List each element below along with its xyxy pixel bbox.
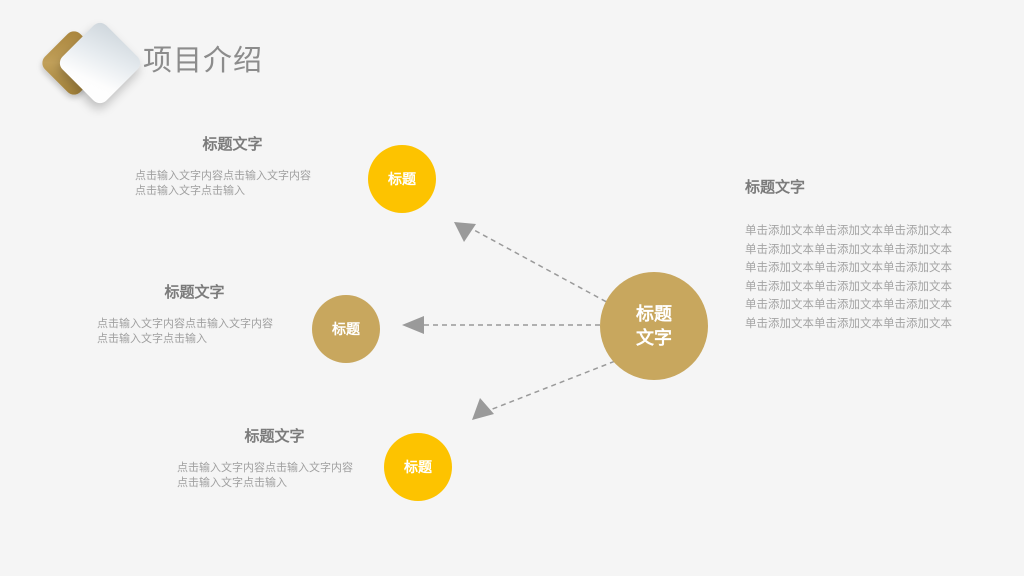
page-title: 项目介绍 xyxy=(143,45,264,77)
arrow-to-top xyxy=(452,220,620,312)
branch-middle-body-line2: 点击输入文字点击输入 xyxy=(97,333,207,345)
branch-middle-circle[interactable]: 标题 xyxy=(312,295,380,363)
right-panel: 标题文字 单击添加文本单击添加文本单击添加文本 单击添加文本单击添加文本单击添加… xyxy=(745,178,952,334)
branch-middle-circle-label: 标题 xyxy=(332,321,360,337)
right-panel-body: 单击添加文本单击添加文本单击添加文本 单击添加文本单击添加文本单击添加文本 单击… xyxy=(745,222,952,334)
branch-top-body: 点击输入文字内容点击输入文字内容 点击输入文字点击输入 xyxy=(135,169,330,199)
arrow-to-middle xyxy=(400,316,602,336)
branch-top-body-line1: 点击输入文字内容点击输入文字内容 xyxy=(135,170,311,182)
center-node-circle[interactable]: 标题 文字 xyxy=(600,272,708,380)
center-node-label-line2: 文字 xyxy=(636,328,672,348)
branch-top-heading: 标题文字 xyxy=(202,136,263,153)
right-panel-line: 单击添加文本单击添加文本单击添加文本 xyxy=(745,317,952,330)
right-panel-heading: 标题文字 xyxy=(745,179,806,196)
center-node-label-line1: 标题 xyxy=(636,304,672,324)
branch-top: 标题文字 点击输入文字内容点击输入文字内容 点击输入文字点击输入 xyxy=(135,135,330,199)
branch-middle-body: 点击输入文字内容点击输入文字内容 点击输入文字点击输入 xyxy=(97,317,292,347)
branch-middle-body-line1: 点击输入文字内容点击输入文字内容 xyxy=(97,318,273,330)
branch-bottom: 标题文字 点击输入文字内容点击输入文字内容 点击输入文字点击输入 xyxy=(177,427,372,491)
branch-bottom-body: 点击输入文字内容点击输入文字内容 点击输入文字点击输入 xyxy=(177,461,372,491)
branch-middle: 标题文字 点击输入文字内容点击输入文字内容 点击输入文字点击输入 xyxy=(97,283,292,347)
branch-bottom-circle-label: 标题 xyxy=(404,459,432,475)
branch-top-circle-label: 标题 xyxy=(388,171,416,187)
right-panel-line: 单击添加文本单击添加文本单击添加文本 xyxy=(745,299,952,312)
right-panel-line: 单击添加文本单击添加文本单击添加文本 xyxy=(745,243,952,256)
arrow-to-bottom xyxy=(468,352,628,422)
branch-bottom-circle[interactable]: 标题 xyxy=(384,433,452,501)
right-panel-line: 单击添加文本单击添加文本单击添加文本 xyxy=(745,262,952,275)
branch-top-body-line2: 点击输入文字点击输入 xyxy=(135,185,245,197)
right-panel-line: 单击添加文本单击添加文本单击添加文本 xyxy=(745,225,952,237)
branch-bottom-body-line2: 点击输入文字点击输入 xyxy=(177,477,287,489)
branch-middle-heading: 标题文字 xyxy=(164,284,225,301)
branch-bottom-heading: 标题文字 xyxy=(244,428,305,445)
right-panel-line: 单击添加文本单击添加文本单击添加文本 xyxy=(745,280,952,293)
logo xyxy=(38,19,144,107)
branch-bottom-body-line1: 点击输入文字内容点击输入文字内容 xyxy=(177,462,353,474)
branch-top-circle[interactable]: 标题 xyxy=(368,145,436,213)
